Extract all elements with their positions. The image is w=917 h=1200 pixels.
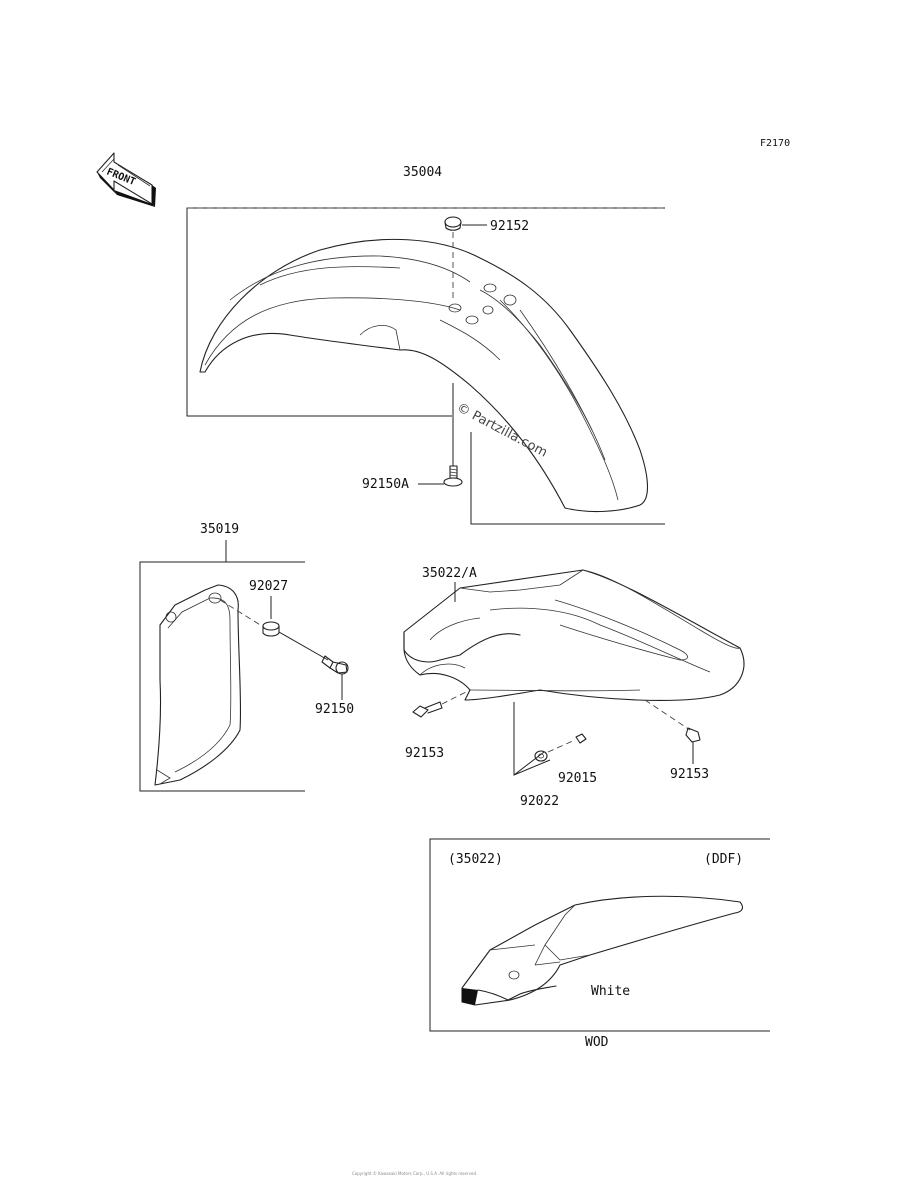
bolt-92150a-icon [443,465,463,487]
inset-footer-code: WOD [585,1035,609,1050]
label-35019: 35019 [200,522,239,537]
label-92015: 92015 [558,771,597,786]
front-fender-drawing [199,238,649,513]
front-arrow-icon: FRONT [96,152,156,207]
label-92153-left: 92153 [405,746,444,761]
label-92153-right: 92153 [670,767,709,782]
side-cover-drawing [154,584,242,786]
grommet-92152-icon [444,216,462,231]
label-92022: 92022 [520,794,559,809]
label-92152: 92152 [490,219,529,234]
label-92150a: 92150A [362,477,409,492]
label-35004: 35004 [403,165,442,180]
watermark-text: © Partzilla.com [454,400,550,460]
collar-92022-icon [534,750,548,762]
side-cover-frame [139,561,305,792]
bolt-92153-left-icon [412,701,443,718]
nut-92015-icon [575,733,587,744]
inset-variant-code: (DDF) [704,852,743,867]
inset-part-ref: (35022) [448,852,503,867]
inset-color-name: White [591,984,630,999]
bolt-92153-right-icon [685,727,701,743]
inset-rear-fender-drawing [461,895,744,1006]
front-fender-bracket [186,207,665,417]
spacer-92027-icon [262,621,280,637]
diagram-code: F2170 [760,138,790,149]
inset-frame [429,838,770,1032]
label-92150: 92150 [315,702,354,717]
front-fender-bracket-right [470,432,665,525]
footer-copyright: Copyright © Kawasaki Motors Corp., U.S.A… [352,1171,477,1176]
rear-fender-drawing [403,569,745,701]
label-92027: 92027 [249,579,288,594]
label-35022a: 35022/A [422,566,477,581]
